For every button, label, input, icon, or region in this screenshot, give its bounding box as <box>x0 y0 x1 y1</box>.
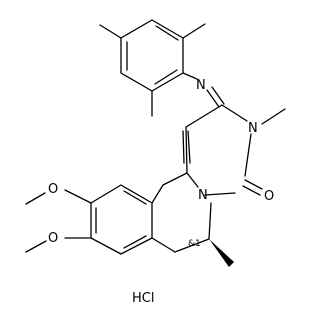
imine-nitrogen-label: N <box>196 78 206 93</box>
carbonyl-oxygen-label: O <box>264 189 274 204</box>
methoxy-oxygen-upper-label: O <box>48 182 58 197</box>
salt-label: HCl <box>132 291 154 306</box>
bond-lines <box>25 19 286 255</box>
stereo-wedge-bond <box>209 239 234 267</box>
methoxy-oxygen-lower-label: O <box>48 231 58 246</box>
atom-labels: N N N O O O &1 HCl <box>48 78 274 306</box>
methyl-nitrogen-label: N <box>248 121 258 136</box>
fused-nitrogen-label: N <box>198 188 208 203</box>
stereo-center-label: &1 <box>188 239 201 249</box>
chemical-structure: N N N O O O &1 HCl <box>25 19 286 306</box>
